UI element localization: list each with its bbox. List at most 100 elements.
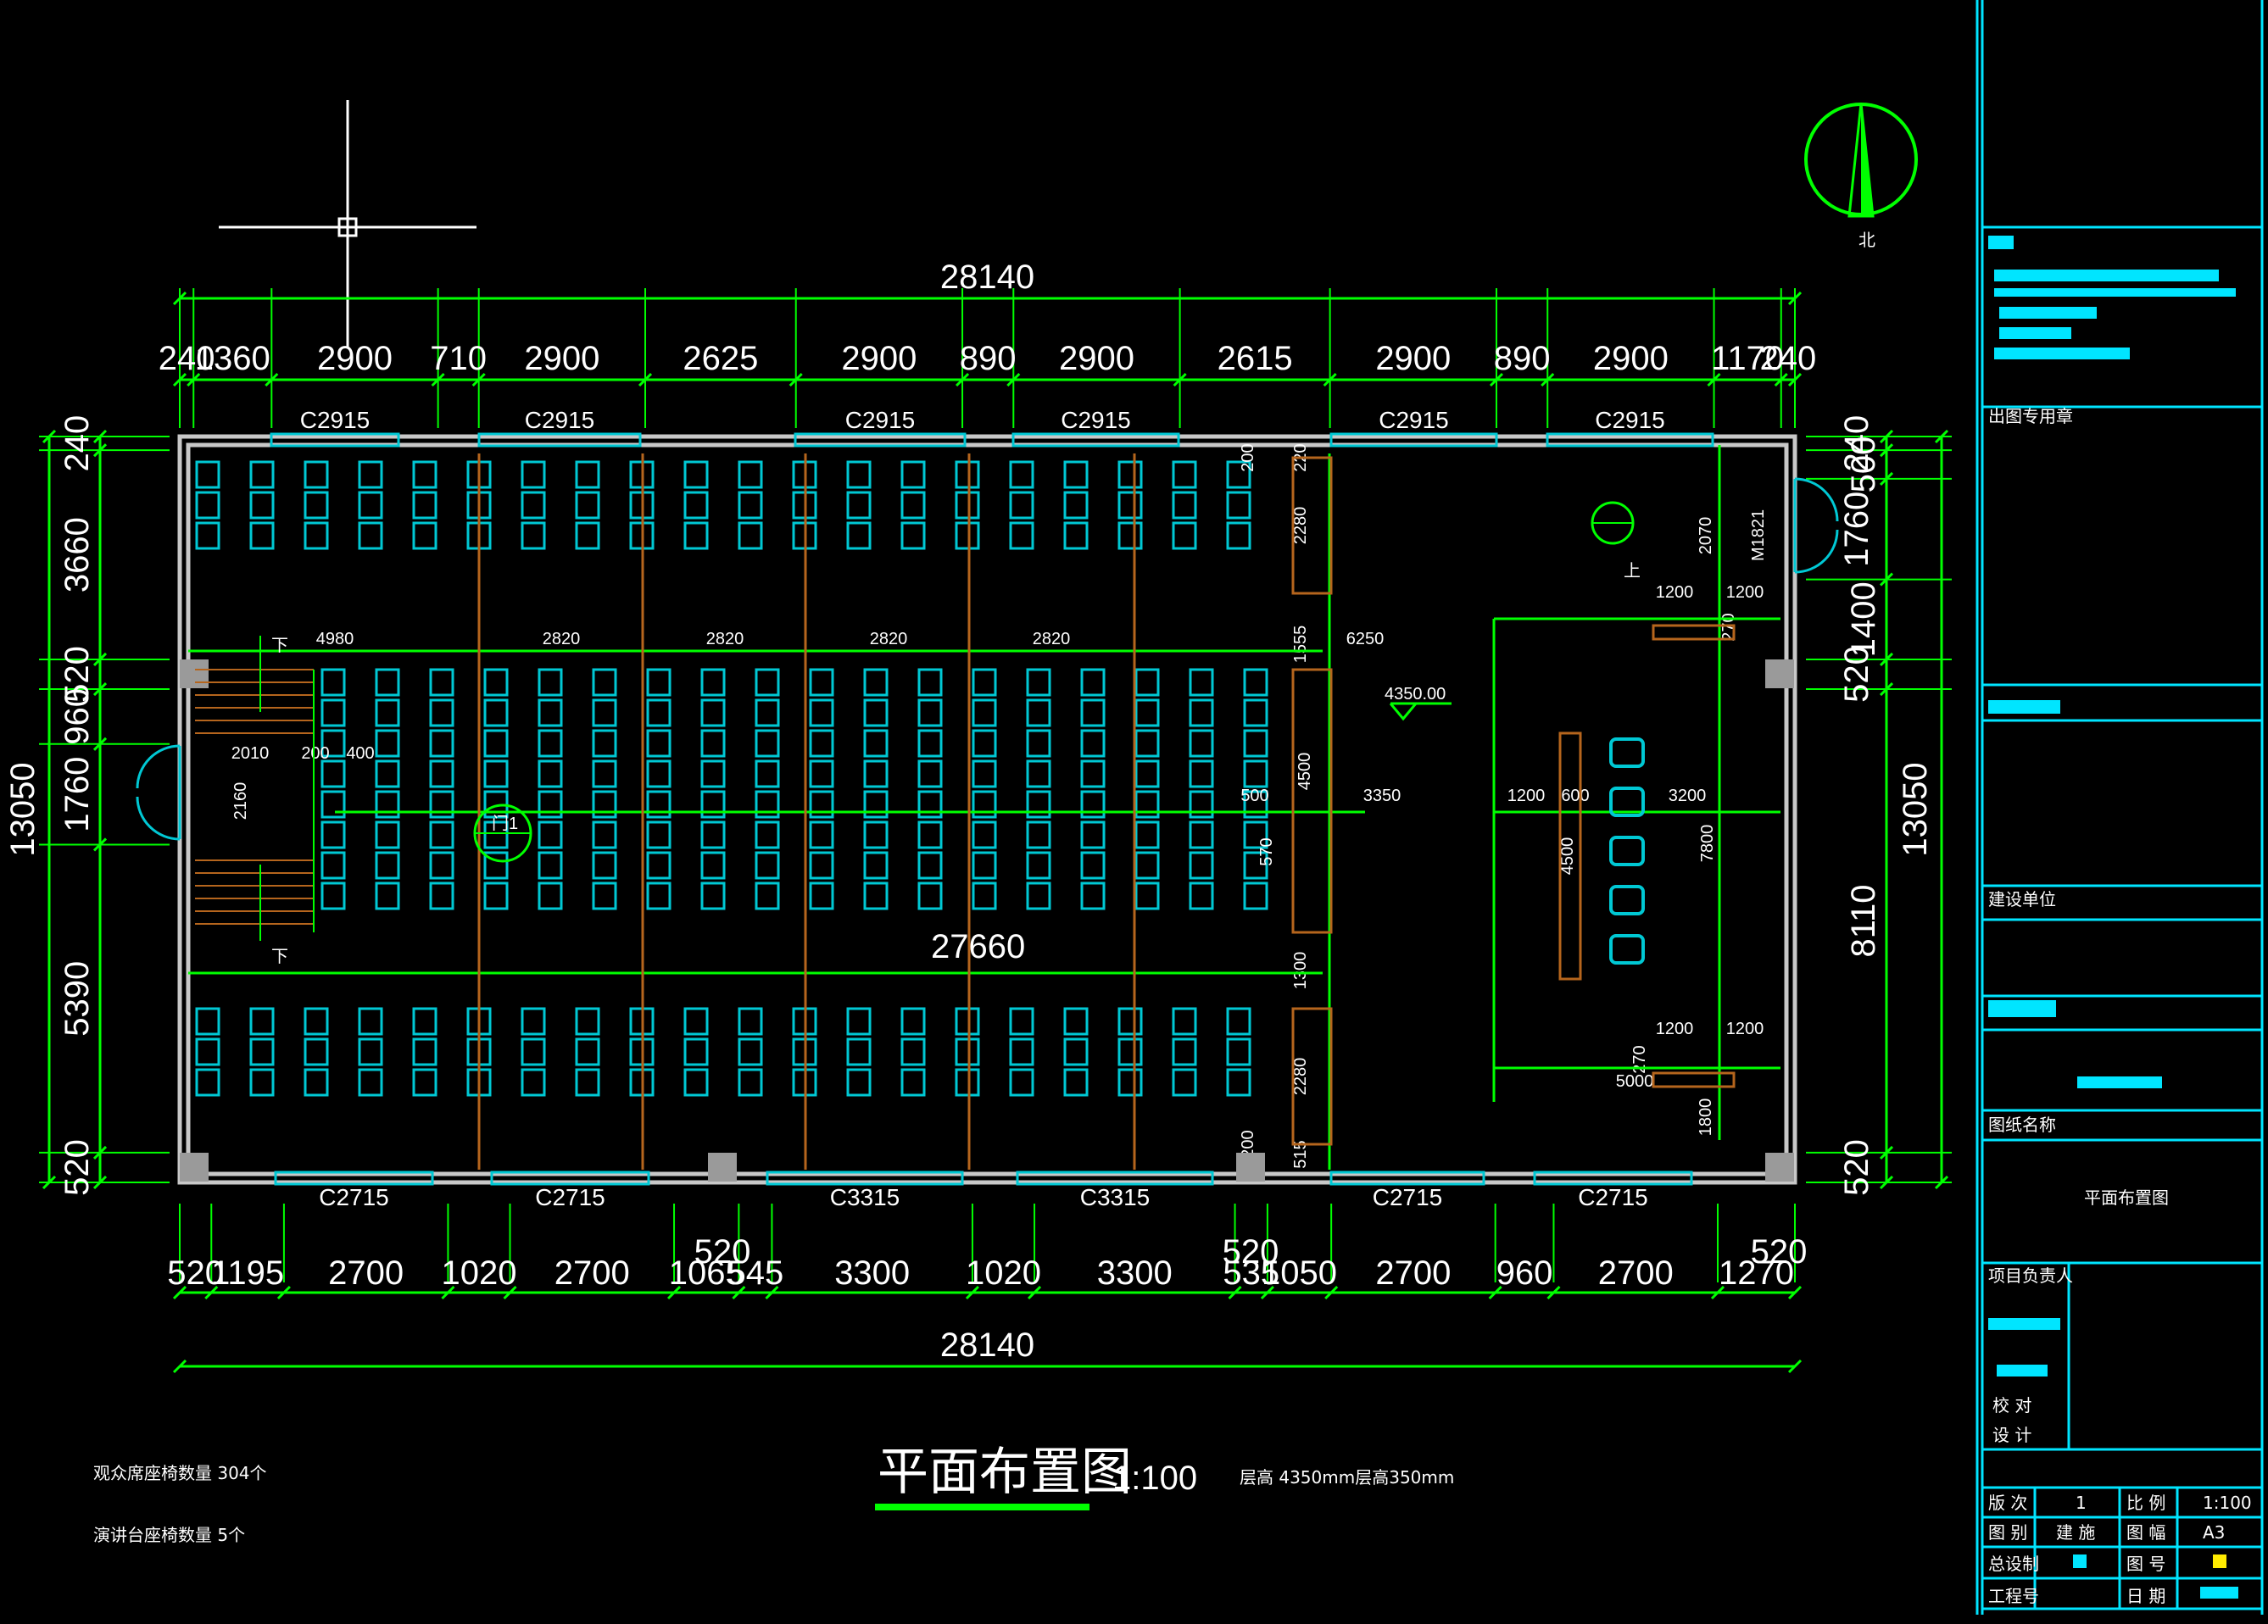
raised-dimension: 520	[1751, 1233, 1808, 1271]
window-bottom	[274, 1171, 434, 1186]
seat	[1172, 521, 1197, 550]
seat	[863, 820, 889, 849]
seat	[1189, 790, 1214, 819]
north-label: 北	[1858, 230, 1875, 250]
seat	[900, 521, 926, 550]
seat	[738, 1037, 763, 1066]
seat	[1243, 882, 1268, 910]
segment-dimension: 710	[430, 340, 487, 377]
window-label-bottom: C2715	[319, 1184, 389, 1210]
segment-dimension: 1195	[211, 1254, 284, 1292]
middle-dimension: 4500	[1296, 753, 1314, 791]
seat	[646, 729, 671, 758]
seat	[972, 698, 997, 727]
seat	[538, 759, 563, 788]
window-bottom	[766, 1171, 964, 1186]
seat	[249, 491, 275, 520]
middle-dimension: 1200	[1507, 787, 1546, 805]
title-block-redacted-bars	[1988, 236, 2238, 1599]
seat	[1117, 460, 1143, 489]
segment-dimension: 2900	[1375, 340, 1451, 377]
seat	[1243, 820, 1268, 849]
overall-dimension: 13050	[1897, 762, 1934, 856]
seat	[1026, 820, 1051, 849]
seat	[412, 1007, 437, 1036]
right-top-dimension: 1200	[1726, 583, 1764, 602]
seat	[358, 491, 383, 520]
vertical-dimension: 1300	[1291, 952, 1310, 990]
north-arrow-icon: 北	[1804, 103, 1918, 250]
seat	[592, 698, 617, 727]
seat	[1172, 1007, 1197, 1036]
seat	[683, 491, 709, 520]
segment-dimension: 520	[1838, 1139, 1875, 1196]
seat	[900, 1037, 926, 1066]
segment-dimension: 1760	[59, 757, 96, 832]
seat	[575, 1007, 600, 1036]
right-bottom-dimension: 1800	[1697, 1098, 1715, 1137]
seat	[900, 1068, 926, 1097]
seat	[1172, 491, 1197, 520]
segment-dimension: 240	[1760, 340, 1817, 377]
seat	[955, 1068, 980, 1097]
window-label-bottom: C2715	[535, 1184, 605, 1210]
seat	[917, 851, 943, 880]
window-label-top: C2915	[1061, 407, 1131, 433]
segment-dimension: 2700	[554, 1254, 630, 1292]
seat	[846, 1007, 872, 1036]
segment-dimension: 1020	[441, 1254, 516, 1292]
seat	[863, 729, 889, 758]
stair-dimension: 200	[301, 744, 329, 763]
seat	[1026, 882, 1051, 910]
seat	[592, 851, 617, 880]
segment-dimension: 500	[1845, 437, 1882, 493]
seat	[863, 668, 889, 697]
seat	[900, 1007, 926, 1036]
right-top-dimension: 1200	[1656, 583, 1694, 602]
window-top	[270, 432, 400, 448]
right-top-dimension: 2070	[1697, 517, 1715, 555]
vertical-dimension: 2280	[1291, 507, 1310, 545]
segment-dimension: 3300	[834, 1254, 910, 1292]
door-left-tag: 门1	[492, 814, 518, 833]
seat	[429, 820, 454, 849]
seat	[304, 1068, 329, 1097]
seat	[304, 460, 329, 489]
seat	[809, 698, 834, 727]
seat	[1080, 851, 1106, 880]
level-mark: 4350.00	[1385, 685, 1446, 704]
seat	[1134, 882, 1160, 910]
seat	[917, 759, 943, 788]
seat	[1243, 790, 1268, 819]
segment-dimension: 1020	[966, 1254, 1041, 1292]
seat	[1009, 460, 1034, 489]
segment-dimension: 520	[1838, 646, 1875, 703]
stair-down-1: 下	[271, 635, 288, 655]
seat	[483, 668, 509, 697]
design-label: 设 计	[1992, 1425, 2031, 1445]
seat	[972, 790, 997, 819]
middle-dimension: 7800	[1698, 825, 1717, 863]
title-block	[1975, 0, 2264, 1615]
drawing-name-label: 图纸名称	[1988, 1115, 2056, 1135]
seat	[738, 460, 763, 489]
seat	[1009, 491, 1034, 520]
window-bottom	[1533, 1171, 1693, 1186]
seat	[738, 1007, 763, 1036]
seat	[375, 668, 400, 697]
vertical-dimension: 200	[1239, 1130, 1257, 1158]
seat	[917, 698, 943, 727]
drawing-no-label: 图 号	[2126, 1554, 2165, 1574]
seat	[755, 759, 780, 788]
stamp-label: 出图专用章	[1988, 406, 2073, 426]
seat	[1117, 1068, 1143, 1097]
seat	[809, 668, 834, 697]
seat	[1134, 698, 1160, 727]
segment-dimension: 2900	[841, 340, 917, 377]
segment-dimension: 520	[167, 1254, 224, 1292]
seat	[1026, 729, 1051, 758]
